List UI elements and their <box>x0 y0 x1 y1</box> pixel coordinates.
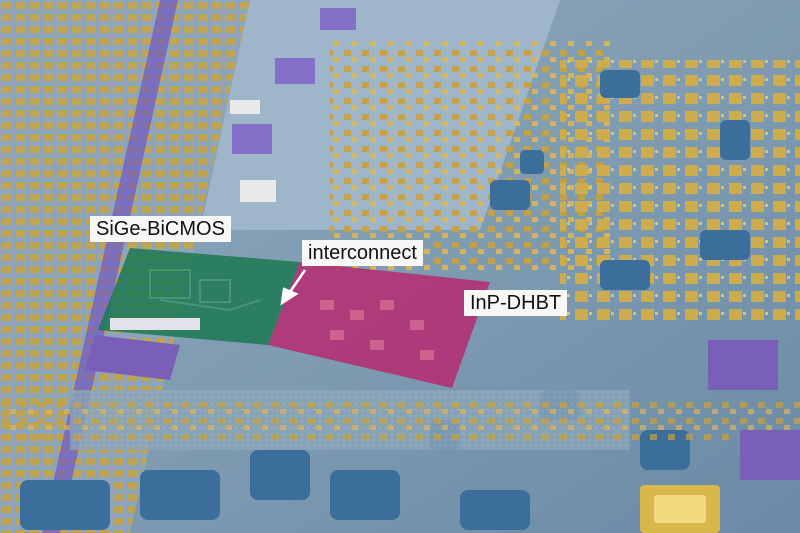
inp-dhbt-label: InP-DHBT <box>464 290 568 316</box>
inp-circuit <box>320 300 434 360</box>
right-purple-structure <box>708 340 778 390</box>
lower-white-structure <box>110 318 200 330</box>
inp-region <box>268 262 490 388</box>
sige-bicmos-label: SiGe-BiCMOS <box>90 216 231 242</box>
sige-circuit <box>149 269 261 312</box>
right-purple-structure-2 <box>740 430 800 480</box>
interconnect-label: interconnect <box>302 240 423 266</box>
interconnect-arrow <box>280 269 307 306</box>
lower-pad-strip <box>0 400 800 440</box>
pad-cluster-right <box>560 60 800 320</box>
lower-purple-structure <box>85 335 180 380</box>
